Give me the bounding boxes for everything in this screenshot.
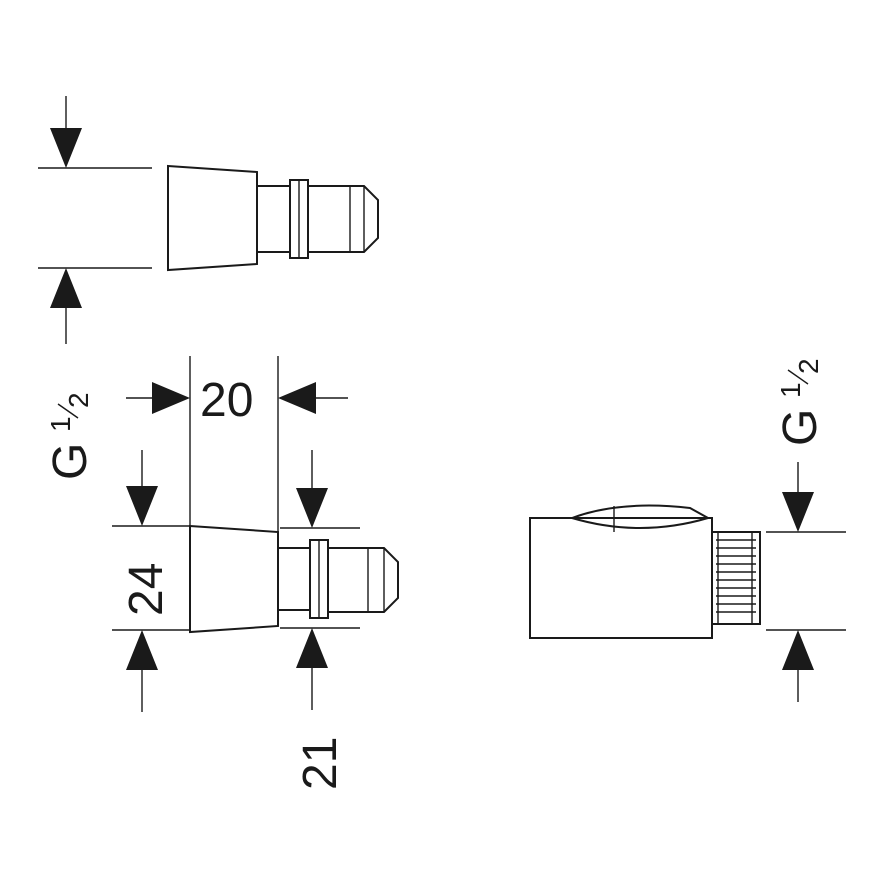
side-thread-G: G: [774, 409, 827, 446]
front-fitting-body: [189, 524, 279, 634]
side-fitting-body: [529, 517, 713, 639]
front-fitting-view: 20 24 21: [112, 356, 399, 790]
side-fitting-top-lens: [568, 504, 711, 529]
dim21-text: 21: [294, 737, 347, 790]
dim20-text: 20: [200, 374, 253, 427]
top-arrow-down: [50, 128, 82, 168]
top-fitting-neck: [257, 185, 290, 253]
side-thread-fraction-bar: [787, 369, 809, 385]
top-thread-numerator: 1: [45, 416, 76, 432]
top-thread-denominator: 2: [63, 392, 94, 408]
dim24-label: 24: [120, 563, 173, 616]
side-fitting-thread-lines: [716, 539, 756, 613]
side-arrow-down: [782, 492, 814, 532]
front-fitting-neck: [278, 547, 310, 611]
top-fitting-nose: [307, 185, 379, 253]
side-thread-label: G 1 2: [774, 358, 827, 446]
dim21-label: 21: [294, 737, 347, 790]
side-fitting-view: G 1 2: [529, 358, 846, 702]
top-fitting-body: [167, 164, 258, 272]
side-thread-denominator: 2: [793, 358, 824, 374]
side-thread-numerator: 1: [775, 382, 806, 398]
dim21-arrow-down: [296, 488, 328, 528]
dim24-arrow-up: [126, 630, 158, 670]
dim24-text: 24: [120, 563, 173, 616]
dim21-arrow-up: [296, 628, 328, 668]
top-arrow-up: [50, 268, 82, 308]
side-arrow-up: [782, 630, 814, 670]
front-fitting-nose: [327, 547, 399, 613]
dim20-arrow-left: [278, 382, 316, 414]
top-thread-fraction-bar: [57, 403, 79, 419]
top-thread-label: G 1 2: [44, 392, 97, 480]
top-fitting-view: G 1 2: [38, 96, 379, 480]
dim20-arrow-right: [152, 382, 190, 414]
side-fitting-thread-stub: [711, 531, 761, 625]
dim24-arrow-down: [126, 486, 158, 526]
top-thread-G: G: [44, 443, 97, 480]
